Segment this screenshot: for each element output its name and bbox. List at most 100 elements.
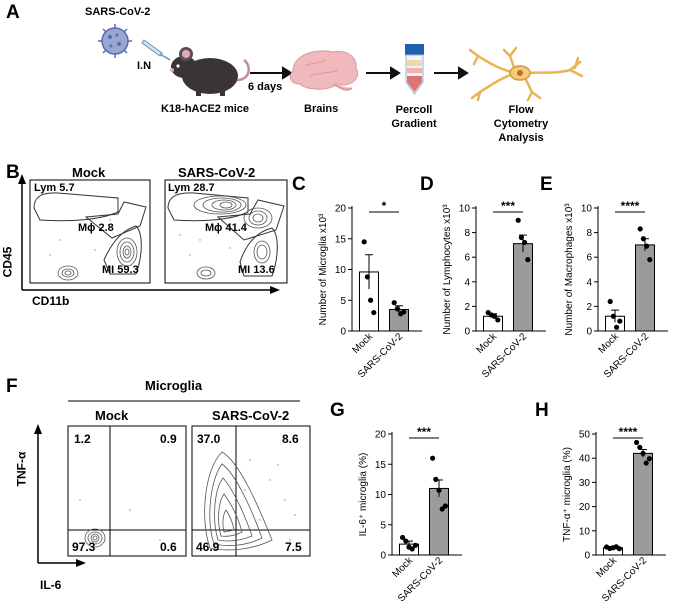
virus-icon bbox=[98, 24, 132, 58]
g-bar-sars bbox=[429, 487, 449, 556]
d-data-point bbox=[495, 317, 501, 323]
h-data-point bbox=[637, 444, 643, 450]
mock-mi-gate bbox=[103, 225, 142, 275]
h-y-tick-label: 30 bbox=[579, 478, 591, 489]
pipette-icon bbox=[141, 39, 171, 61]
h-data-point bbox=[634, 439, 640, 446]
panel-f-flow bbox=[34, 400, 311, 567]
b-mock-title: Mock bbox=[72, 165, 106, 180]
g-data-point bbox=[400, 534, 406, 541]
d-bar-sars bbox=[513, 243, 533, 332]
f-sars-ur: 8.6 bbox=[282, 432, 299, 446]
e-data-point bbox=[644, 243, 650, 249]
d-y-tick-label: 10 bbox=[459, 204, 471, 215]
sars-mphi-gate bbox=[216, 199, 285, 241]
sars-mi-gate bbox=[239, 227, 278, 277]
mock-lym-gate bbox=[33, 192, 119, 222]
tube-icon bbox=[405, 44, 424, 95]
mouse-icon bbox=[170, 47, 250, 96]
d-data-point bbox=[492, 313, 498, 319]
mock-mi-contours bbox=[116, 237, 138, 267]
c-y-tick-label: 15 bbox=[335, 234, 347, 245]
e-y-tick-label: 10 bbox=[581, 204, 593, 215]
f-sars-ll: 46.9 bbox=[196, 540, 220, 554]
b-x-axis-label: CD11b bbox=[32, 294, 70, 308]
d-y-tick-label: 4 bbox=[464, 277, 470, 288]
e-y-tick-label: 6 bbox=[586, 253, 592, 264]
g-y-tick-label: 5 bbox=[380, 520, 386, 531]
c-y-tick-label: 0 bbox=[340, 327, 346, 338]
f-sars-ul: 37.0 bbox=[197, 432, 221, 446]
d-y-tick-label: 0 bbox=[464, 327, 470, 338]
panel-a-letter: A bbox=[6, 2, 20, 23]
d-y-tick-label: 2 bbox=[464, 302, 470, 313]
panel-b-flow bbox=[18, 174, 288, 294]
e-data-point bbox=[614, 324, 620, 330]
d-data-point bbox=[525, 257, 531, 263]
h-y-tick-label: 50 bbox=[579, 430, 591, 441]
c-data-point bbox=[368, 297, 374, 303]
mouse-label: K18-hACE2 mice bbox=[161, 103, 250, 115]
panel-h-letter: H bbox=[535, 400, 549, 421]
flow-label: Flow Cytometry Analysis bbox=[493, 104, 549, 144]
percoll-label: Percoll Gradient bbox=[391, 104, 437, 130]
e-data-point bbox=[607, 298, 613, 305]
panel-a-schematic bbox=[98, 24, 584, 102]
panel-d-letter: D bbox=[420, 174, 434, 195]
mock-mi-value: MI 59.3 bbox=[102, 264, 139, 276]
c-y-tick-label: 20 bbox=[335, 204, 347, 215]
days-label: 6 days bbox=[248, 81, 283, 93]
h-y-label: TNF-α⁺ microglia (%) bbox=[562, 447, 573, 542]
d-y-tick-label: 8 bbox=[464, 228, 470, 239]
d-data-point bbox=[522, 239, 528, 246]
c-y-tick-label: 5 bbox=[340, 296, 346, 307]
c-data-point bbox=[394, 306, 400, 312]
d-data-point bbox=[518, 234, 525, 241]
g-data-point bbox=[436, 487, 442, 493]
f-mock-ur: 0.9 bbox=[160, 432, 177, 446]
g-category-label: Mock bbox=[390, 555, 415, 580]
e-significance-label: **** bbox=[621, 199, 640, 213]
g-data-point bbox=[430, 455, 436, 461]
d-y-tick-label: 6 bbox=[464, 253, 470, 264]
brain-icon bbox=[289, 50, 358, 91]
h-data-point bbox=[616, 546, 623, 552]
c-data-point bbox=[361, 239, 367, 245]
g-data-point bbox=[403, 538, 409, 544]
g-y-tick-label: 20 bbox=[375, 430, 387, 441]
e-data-point bbox=[617, 318, 623, 324]
e-y-tick-label: 0 bbox=[586, 327, 592, 338]
mock-mphi-value: Mϕ 2.8 bbox=[78, 222, 114, 234]
sars-contours bbox=[193, 195, 273, 280]
e-data-point bbox=[637, 226, 643, 232]
neuron-icon bbox=[468, 46, 584, 102]
f-mock-title: Mock bbox=[95, 408, 129, 423]
f-x-axis-label: IL-6 bbox=[40, 578, 62, 592]
h-data-point bbox=[640, 450, 646, 456]
h-category-label: Mock bbox=[594, 555, 619, 580]
d-y-label: Number of Lymphocytes x10³ bbox=[442, 204, 453, 335]
f-mock-lr: 0.6 bbox=[160, 540, 177, 554]
h-significance-label: **** bbox=[619, 425, 638, 439]
f-sars-contours bbox=[204, 451, 273, 551]
h-y-tick-label: 20 bbox=[579, 502, 591, 513]
sars-lym-value: Lym 28.7 bbox=[168, 182, 215, 194]
virus-label: SARS-CoV-2 bbox=[85, 6, 151, 18]
g-significance-label: *** bbox=[417, 425, 431, 439]
d-data-point bbox=[515, 217, 521, 223]
g-data-point bbox=[412, 542, 418, 548]
h-data-point bbox=[643, 460, 649, 466]
f-group-title: Microglia bbox=[145, 378, 203, 393]
mock-neg-contours bbox=[57, 265, 79, 281]
panel-f-letter: F bbox=[6, 376, 18, 397]
c-category-label: Mock bbox=[350, 331, 375, 356]
e-y-tick-label: 8 bbox=[586, 228, 592, 239]
brains-label: Brains bbox=[304, 103, 339, 115]
f-mock-ll: 97.3 bbox=[72, 540, 96, 554]
e-data-point bbox=[640, 236, 647, 242]
c-y-tick-label: 10 bbox=[335, 265, 347, 276]
e-y-tick-label: 4 bbox=[586, 277, 592, 288]
c-data-point bbox=[364, 274, 370, 280]
f-sars-title: SARS-CoV-2 bbox=[212, 408, 290, 423]
